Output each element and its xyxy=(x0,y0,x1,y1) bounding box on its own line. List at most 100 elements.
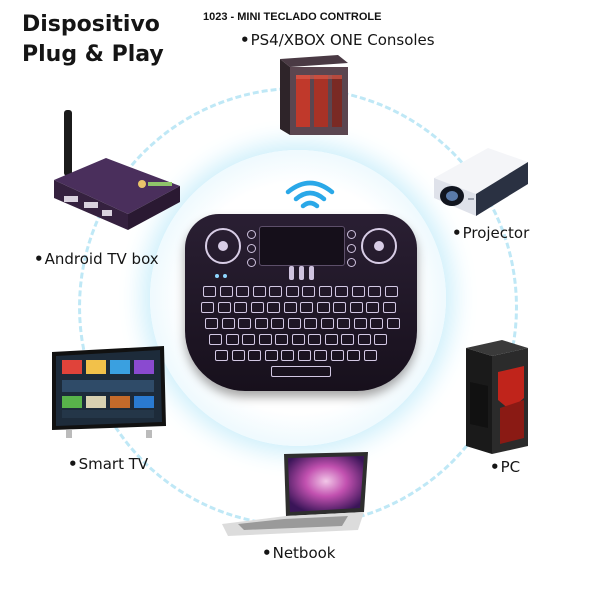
bullet-icon: • xyxy=(68,455,78,473)
label-consoles: •PS4/XBOX ONE Consoles xyxy=(240,31,435,49)
keyboard-key xyxy=(297,350,311,361)
label-smart-tv: •Smart TV xyxy=(68,455,148,473)
keyboard-key xyxy=(368,286,381,297)
keyboard-key xyxy=(281,350,294,361)
keyboard-key xyxy=(287,318,301,329)
keyboard-key xyxy=(370,318,383,329)
keyboard-key xyxy=(349,302,363,313)
left-click-button-icon xyxy=(289,266,294,280)
keyboard-key xyxy=(333,302,346,313)
keyboard-key xyxy=(205,318,218,329)
touchpad xyxy=(259,226,345,266)
function-button-icon xyxy=(247,230,256,239)
keyboard-key xyxy=(252,286,266,297)
function-button-icon xyxy=(247,244,256,253)
keyboard-key xyxy=(337,318,350,329)
keyboard-key xyxy=(330,350,344,361)
right-dpad-icon xyxy=(361,228,397,264)
headline-line-1: Dispositivo xyxy=(22,12,160,37)
keyboard-key xyxy=(363,350,377,361)
function-button-icon xyxy=(347,244,356,253)
label-text: Projector xyxy=(462,224,530,242)
headline-line-2: Plug & Play xyxy=(22,42,164,67)
keyboard-key xyxy=(201,302,214,313)
label-text: PC xyxy=(500,458,521,476)
mini-keyboard xyxy=(185,214,417,391)
keyboard-key xyxy=(386,318,400,329)
projector-icon xyxy=(434,148,528,216)
keyboard-key xyxy=(353,318,367,329)
keyboard-key xyxy=(269,286,282,297)
keyboard-key xyxy=(254,318,268,329)
tv-box-icon xyxy=(54,110,180,230)
keyboard-key xyxy=(341,334,354,345)
keyboard-key xyxy=(347,350,360,361)
label-text: Netbook xyxy=(272,544,336,562)
function-button-icon xyxy=(347,230,356,239)
keyboard-key xyxy=(217,302,231,313)
pc-tower-icon xyxy=(466,340,528,454)
label-text: PS4/XBOX ONE Consoles xyxy=(250,31,435,49)
keyboard-key xyxy=(314,350,327,361)
scroll-button-icon xyxy=(299,266,304,280)
keyboard-key xyxy=(318,286,332,297)
function-button-icon xyxy=(347,258,356,267)
keyboard-key xyxy=(316,302,330,313)
keyboard-key xyxy=(320,318,334,329)
label-pc: •PC xyxy=(490,458,520,476)
keyboard-key xyxy=(366,302,379,313)
keyboard-key xyxy=(324,334,338,345)
keyboard-key xyxy=(209,334,222,345)
keyboard-key xyxy=(242,334,255,345)
keyboard-key xyxy=(304,318,317,329)
smart-tv-icon xyxy=(52,346,166,438)
label-text: Smart TV xyxy=(78,455,149,473)
keyboard-key xyxy=(250,302,264,313)
keyboard-key xyxy=(291,334,305,345)
keyboard-key xyxy=(203,286,216,297)
keyboard-key xyxy=(382,302,396,313)
bullet-icon: • xyxy=(34,250,44,268)
keyboard-key xyxy=(351,286,365,297)
keyboard-key xyxy=(300,302,313,313)
keyboard-key xyxy=(357,334,371,345)
keyboard-key xyxy=(374,334,387,345)
label-text: Android TV box xyxy=(44,250,159,268)
space-key xyxy=(271,366,331,377)
bullet-icon: • xyxy=(490,458,500,476)
bullet-icon: • xyxy=(452,224,462,242)
bullet-icon: • xyxy=(262,544,272,562)
netbook-icon xyxy=(222,452,368,536)
keyboard-key xyxy=(283,302,297,313)
keyboard-key xyxy=(238,318,251,329)
keyboard-key xyxy=(248,350,261,361)
keyboard-key xyxy=(236,286,249,297)
indicator-led xyxy=(223,274,227,278)
keyboard-key xyxy=(267,302,280,313)
game-console-icon xyxy=(280,55,348,135)
label-projector: •Projector xyxy=(452,224,529,242)
function-button-icon xyxy=(247,258,256,267)
keyboard-key xyxy=(384,286,398,297)
keyboard-key xyxy=(264,350,278,361)
right-click-button-icon xyxy=(309,266,314,280)
keyboard-key xyxy=(225,334,239,345)
keyboard-key xyxy=(219,286,233,297)
keyboard-key xyxy=(258,334,272,345)
keyboard-key xyxy=(275,334,288,345)
keyboard-key xyxy=(302,286,315,297)
indicator-led xyxy=(215,274,219,278)
keyboard-key xyxy=(308,334,321,345)
keyboard-key xyxy=(215,350,228,361)
product-subtitle: 1023 - MINI TECLADO CONTROLE xyxy=(203,11,382,23)
keyboard-key xyxy=(234,302,247,313)
keyboard-key xyxy=(221,318,235,329)
bullet-icon: • xyxy=(240,31,250,49)
keyboard-key xyxy=(285,286,299,297)
label-android-tv-box: •Android TV box xyxy=(34,250,159,268)
left-dpad-icon xyxy=(205,228,241,264)
wifi-icon xyxy=(285,180,335,209)
keyboard-key xyxy=(335,286,348,297)
label-netbook: •Netbook xyxy=(262,544,336,562)
keyboard-key xyxy=(231,350,245,361)
